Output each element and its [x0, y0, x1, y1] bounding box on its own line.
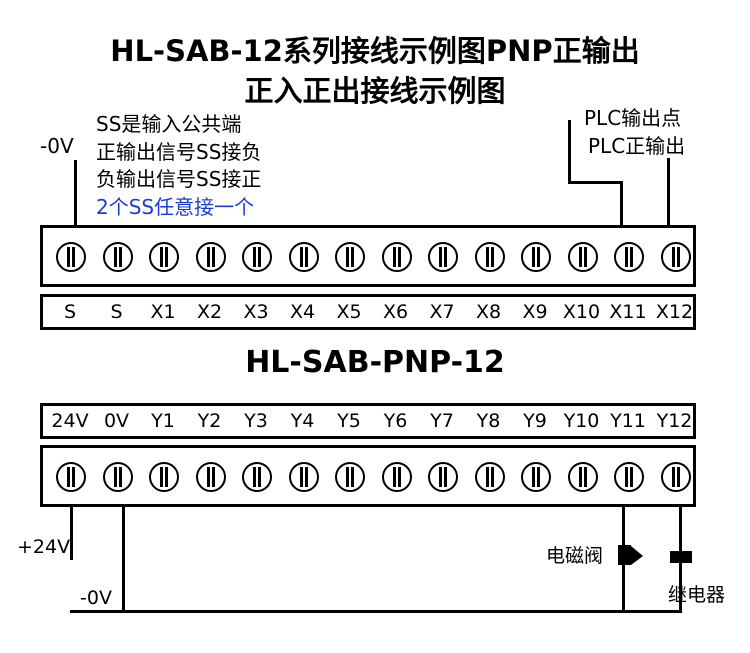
output-terminal-label: Y2: [197, 410, 222, 432]
terminal-screw-icon: [335, 462, 365, 492]
terminal-screw-icon: [474, 462, 505, 492]
terminal-screw-icon: [474, 242, 505, 272]
input-terminal-label: X11: [609, 301, 647, 323]
output-terminal-label: Y12: [656, 410, 693, 432]
output-terminal-label: 0V: [103, 410, 130, 432]
terminal-screw-icon: [56, 242, 86, 272]
note-any-ss: 2个SS任意接一个: [96, 195, 255, 219]
diagram-title: HL-SAB-12系列接线示例图PNP正输出: [110, 34, 640, 68]
note-ss-common: SS是输入公共端: [96, 112, 242, 136]
terminal-screw-icon: [614, 242, 644, 272]
terminal-screw-icon: [195, 242, 226, 272]
output-terminal-label: Y1: [151, 410, 175, 432]
terminal-screw-icon: [288, 462, 319, 492]
input-terminal-label: X8: [475, 301, 502, 323]
diagram-subtitle: 正入正出接线示例图: [244, 74, 506, 108]
terminal-screw-icon: [242, 462, 272, 492]
note-plc-output-point: PLC输出点: [584, 106, 682, 130]
terminal-screw-icon: [102, 462, 133, 492]
output-terminal-label: Y5: [337, 410, 361, 432]
terminal-screw-icon: [242, 242, 272, 272]
output-terminal-label: Y11: [610, 410, 646, 432]
terminal-screw-icon: [521, 462, 551, 492]
output-terminal-label: Y9: [523, 410, 547, 432]
wire-plc-out: [568, 120, 571, 182]
output-label-strip: [40, 403, 696, 439]
terminal-screw-icon: [195, 462, 226, 492]
terminal-screw-icon: [567, 242, 598, 272]
input-terminal-label: X2: [196, 301, 223, 323]
terminal-screw-icon: [428, 242, 458, 272]
note-negative-output: 负输出信号SS接正: [96, 167, 262, 191]
terminal-screw-icon: [614, 462, 644, 492]
wire-plc-out-h: [568, 181, 623, 184]
input-terminal-label: X7: [429, 301, 455, 323]
label-minus-0v-top: -0V: [40, 134, 74, 158]
output-terminal-label: Y4: [290, 410, 315, 432]
terminal-screw-icon: [660, 462, 691, 492]
output-terminal-label: Y10: [563, 410, 600, 432]
label-relay: 继电器: [668, 584, 726, 606]
output-terminal-label: Y3: [244, 410, 268, 432]
label-plus-24v: +24V: [17, 536, 71, 558]
input-terminal-label: X10: [562, 301, 601, 323]
wire-24v: [70, 505, 73, 560]
wire-0v-to-s: [74, 160, 77, 228]
output-terminal-label: Y6: [383, 410, 408, 432]
wire-to-x11: [620, 181, 623, 228]
output-terminal-label: Y7: [430, 410, 454, 432]
model-name: HL-SAB-PNP-12: [245, 345, 505, 380]
terminal-screw-icon: [660, 242, 691, 272]
terminal-screw-icon: [288, 242, 319, 272]
relay-icon: [670, 551, 692, 563]
label-solenoid-valve: 电磁阀: [546, 545, 604, 567]
input-terminal-label: X9: [522, 301, 548, 323]
wire-0v-bus: [70, 610, 682, 613]
input-terminal-label: X5: [336, 301, 362, 323]
input-terminal-label: X6: [382, 301, 409, 323]
wire-to-x12: [667, 158, 670, 228]
input-terminal-label: S: [110, 301, 123, 323]
terminal-screw-icon: [567, 462, 598, 492]
terminal-screw-icon: [149, 242, 179, 272]
input-terminal-label: S: [63, 301, 77, 323]
input-label-strip: [40, 294, 696, 330]
input-terminal-label: X12: [655, 301, 694, 323]
terminal-screw-icon: [56, 462, 86, 492]
solenoid-valve-icon: [618, 545, 643, 565]
terminal-screw-icon: [149, 462, 179, 492]
note-plc-positive-output: PLC正输出: [588, 134, 686, 158]
input-terminal-label: X1: [150, 301, 176, 323]
terminal-screw-icon: [102, 242, 133, 272]
wire-0v: [122, 505, 125, 612]
output-terminal-label: 24V: [51, 410, 89, 432]
input-terminal-label: X4: [289, 301, 316, 323]
label-minus-0v-bottom: -0V: [80, 587, 112, 609]
note-positive-output: 正输出信号SS接负: [96, 140, 262, 164]
terminal-screw-icon: [521, 242, 551, 272]
terminal-screw-icon: [381, 242, 412, 272]
output-terminal-label: Y8: [476, 410, 501, 432]
terminal-screw-icon: [428, 462, 458, 492]
terminal-screw-icon: [381, 462, 412, 492]
input-terminal-label: X3: [243, 301, 269, 323]
terminal-screw-icon: [335, 242, 365, 272]
